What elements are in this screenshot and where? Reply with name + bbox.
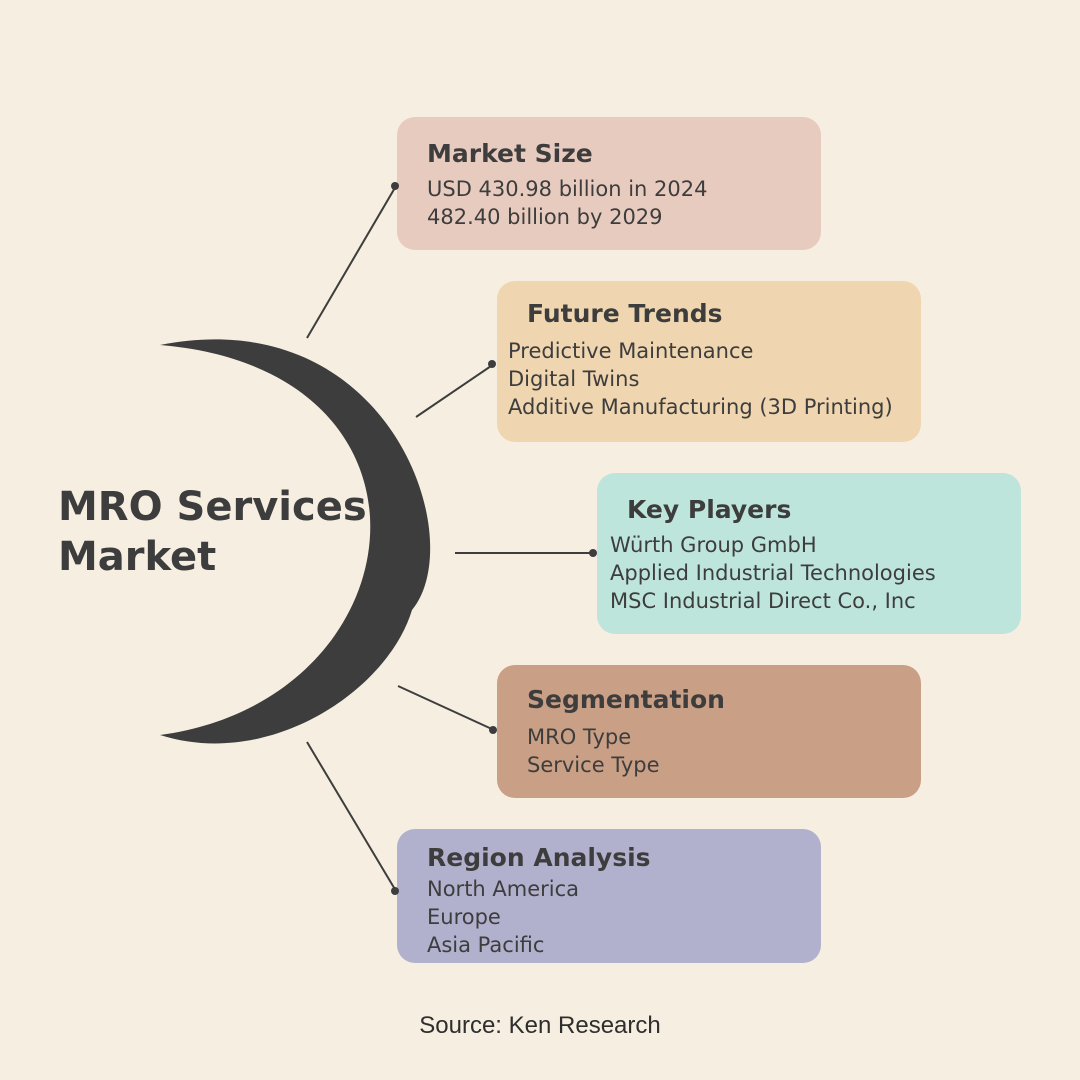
future-trends-title: Future Trends — [527, 299, 723, 328]
key-players-card: Key Players Würth Group GmbH Applied Ind… — [597, 473, 1021, 634]
region-analysis-title: Region Analysis — [427, 843, 651, 872]
region-analysis-line: North America — [427, 877, 580, 901]
diagram-title-line1: MRO Services — [58, 484, 367, 530]
connector-dot — [391, 887, 399, 895]
key-players-line: Würth Group GmbH — [610, 533, 817, 557]
segmentation-title: Segmentation — [527, 685, 725, 714]
connector-future-trends — [415, 363, 495, 418]
future-trends-line: Digital Twins — [508, 367, 640, 391]
crescent-shape — [160, 339, 431, 744]
region-analysis-line: Europe — [427, 905, 501, 929]
key-players-title: Key Players — [627, 495, 792, 524]
key-players-line: Applied Industrial Technologies — [610, 561, 936, 585]
segmentation-line: Service Type — [527, 753, 660, 777]
future-trends-card: Future Trends Predictive Maintenance Dig… — [497, 281, 921, 442]
connector-dot — [488, 360, 496, 368]
connector-dot — [589, 549, 597, 557]
diagram-title-line2: Market — [58, 534, 217, 580]
connector-dot — [489, 726, 497, 734]
segmentation-card: Segmentation MRO Type Service Type — [497, 665, 921, 798]
connector-region-analysis — [306, 741, 397, 892]
source-caption: Source: Ken Research — [419, 1012, 661, 1039]
region-analysis-card: Region Analysis North America Europe Asi… — [397, 829, 821, 963]
market-size-title: Market Size — [427, 139, 593, 168]
market-size-line: USD 430.98 billion in 2024 — [427, 177, 708, 201]
connector-segmentation — [397, 685, 495, 731]
connector-dot — [391, 182, 399, 190]
region-analysis-line: Asia Pacific — [427, 933, 545, 957]
connector-market-size — [306, 185, 397, 339]
key-players-line: MSC Industrial Direct Co., Inc — [610, 589, 916, 613]
market-size-card: Market Size USD 430.98 billion in 2024 4… — [397, 117, 821, 250]
segmentation-line: MRO Type — [527, 725, 632, 749]
future-trends-line: Additive Manufacturing (3D Printing) — [508, 395, 893, 419]
future-trends-line: Predictive Maintenance — [508, 339, 754, 363]
market-size-line: 482.40 billion by 2029 — [427, 205, 663, 229]
diagram-title: MRO Services Market — [58, 482, 367, 582]
